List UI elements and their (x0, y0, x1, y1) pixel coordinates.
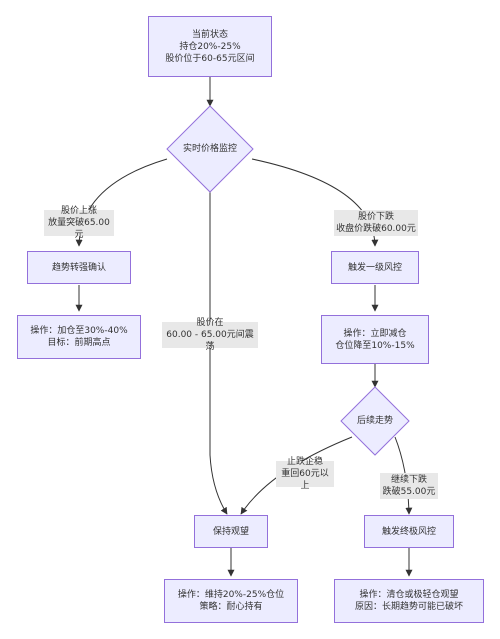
edge-label-rise: 股价上涨 放量突破65.00元 (44, 206, 114, 240)
op-clear-line-1: 操作：清仓或极轻仓观望 (359, 590, 459, 600)
current-state-line-3: 股价位于60-65元区间 (165, 53, 255, 64)
trend-confirm-label: 趋势转强确认 (51, 262, 106, 273)
edge-label-rise-line-1: 股价上涨 (60, 206, 97, 216)
final-risk-label: 触发终极风控 (381, 526, 436, 537)
trend-confirm-node: 趋势转强确认 (27, 251, 131, 284)
op-add-line-1: 操作：加仓至30%-40% (30, 326, 128, 336)
edge-label-rebound-line-2: 重回60元以上 (281, 469, 329, 491)
op-add-node: 操作：加仓至30%-40% 目标：前期高点 (17, 315, 141, 359)
current-state-node: 当前状态 持仓20%-25% 股价位于60-65元区间 (148, 16, 272, 77)
edge-monitor-to-hold (209, 191, 228, 515)
edge-label-range: 股价在 60.00 - 65.00元间震荡 (162, 318, 258, 352)
edge-label-fall-line-2: 收盘价跌破60.00元 (336, 224, 416, 234)
op-reduce-node: 操作：立即减仓 仓位降至10%-15% (321, 315, 429, 364)
edge-label-continue-line-1: 继续下跌 (390, 475, 427, 485)
edge-label-range-line-2: 60.00 - 65.00元间震荡 (166, 330, 254, 352)
op-add-line-2: 目标：前期高点 (47, 338, 111, 348)
edge-follow-to-final-risk (394, 436, 413, 515)
monitor-decision: 实时价格监控 (167, 140, 253, 158)
first-risk-node: 触发一级风控 (331, 251, 419, 284)
edge-label-range-line-1: 股价在 (196, 318, 224, 328)
follow-decision-label: 后续走势 (356, 416, 393, 426)
hold-watch-node: 保持观望 (194, 515, 268, 548)
edge-label-continue: 继续下跌 跌破55.00元 (380, 473, 438, 499)
monitor-diamond-shape (166, 105, 254, 193)
first-risk-label: 触发一级风控 (347, 262, 402, 273)
edge-label-rise-line-2: 放量突破65.00元 (48, 218, 110, 240)
op-reduce-line-1: 操作：立即减仓 (343, 328, 407, 339)
follow-decision: 后续走势 (341, 412, 409, 430)
op-clear-line-2: 原因：长期趋势可能已破坏 (354, 602, 463, 612)
edge-label-fall: 股价下跌 收盘价跌破60.00元 (334, 210, 418, 236)
monitor-decision-label: 实时价格监控 (182, 144, 237, 154)
hold-watch-label: 保持观望 (212, 526, 249, 537)
follow-diamond-shape (340, 386, 410, 456)
op-clear-node: 操作：清仓或极轻仓观望 原因：长期趋势可能已破坏 (334, 579, 484, 623)
edge-label-fall-line-1: 股价下跌 (357, 212, 394, 222)
edge-label-continue-line-2: 跌破55.00元 (382, 487, 436, 497)
current-state-line-2: 持仓20%-25% (179, 41, 241, 52)
op-hold-node: 操作：维持20%-25%仓位 策略：耐心持有 (164, 579, 298, 623)
final-risk-node: 触发终极风控 (364, 515, 454, 548)
edge-label-rebound: 止跌企稳 重回60元以上 (276, 457, 334, 491)
current-state-line-1: 当前状态 (191, 29, 228, 40)
op-hold-line-1: 操作：维持20%-25%仓位 (177, 590, 285, 600)
edge-label-rebound-line-1: 止跌企稳 (286, 457, 323, 467)
op-hold-line-2: 策略：耐心持有 (199, 602, 263, 612)
op-reduce-line-2: 仓位降至10%-15% (335, 340, 415, 351)
